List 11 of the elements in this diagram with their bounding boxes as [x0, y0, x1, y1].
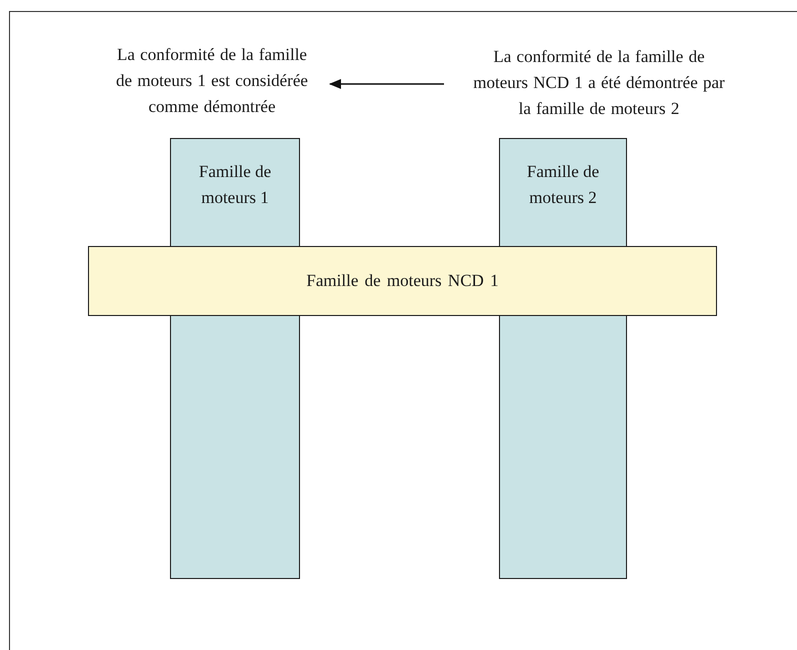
- engine-family-column: [499, 138, 627, 248]
- engine-family-column: [170, 138, 300, 248]
- arrow: [329, 79, 444, 89]
- ncd-family-band: [88, 246, 717, 316]
- column-lower-section: [170, 315, 300, 579]
- column-lower-section: [499, 315, 627, 579]
- box-label: Famille de moteurs 1: [198, 162, 272, 207]
- box-label: Famille de moteurs 2: [526, 162, 600, 207]
- box-label: Famille de moteurs NCD 1: [306, 271, 499, 291]
- note-text: La conformité de la famille de moteurs 1 est considérée comme démontrée: [108, 42, 316, 122]
- note-text: La conformité de la famille de moteurs NCD 1 a été démontrée par la famille de moteurs 2: [466, 44, 732, 124]
